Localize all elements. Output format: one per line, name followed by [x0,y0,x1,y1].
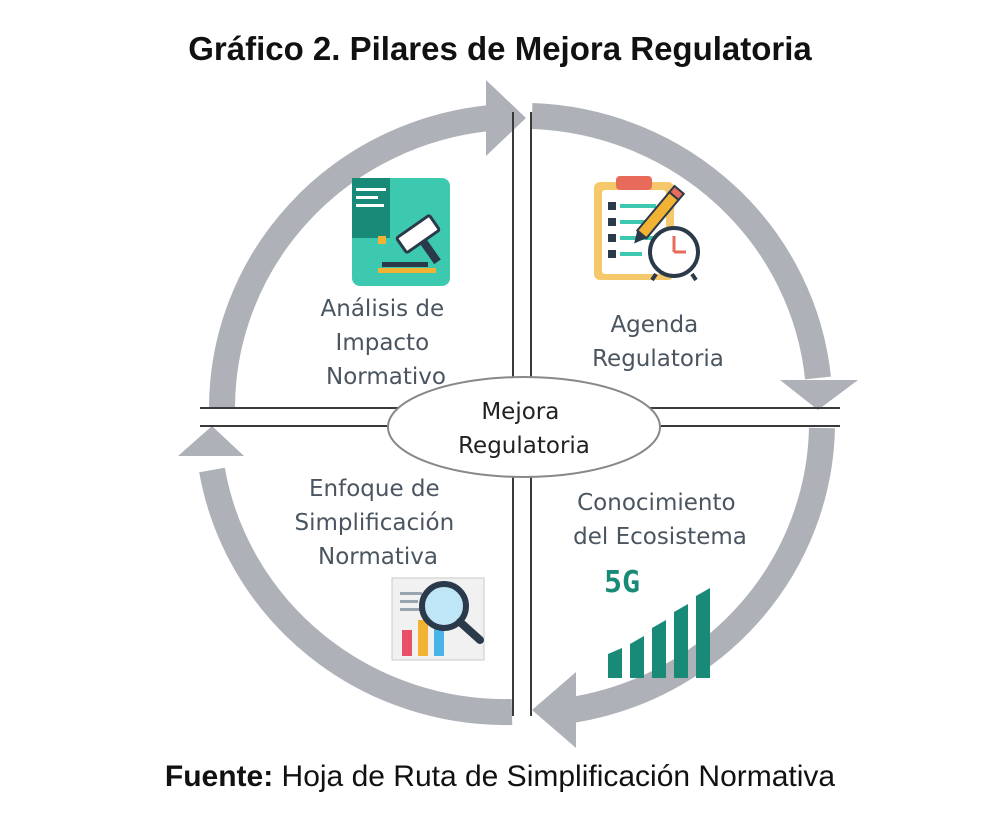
source-text: Hoja de Ruta de Simplificación Normativa [273,760,836,793]
signal-5g-icon: 5G [604,565,710,678]
label-top-right: Agenda Regulatoria [592,312,724,372]
arrow-top-right [531,103,831,380]
diagram-title: Gráfico 2. Pilares de Mejora Regulatoria [188,30,812,67]
arrow-top-left [209,105,492,409]
clipboard-pencil-clock-icon [594,176,700,282]
label-top-left: Análisis de Impacto Normativo [321,296,452,390]
cycle-arrows [178,80,858,748]
label-bottom-left: Enfoque de Simplificación Normativa [295,476,462,570]
source-caption: Fuente: Hoja de Ruta de Simplificación N… [0,760,1000,794]
source-label: Fuente: [164,760,274,793]
arrow-bottom-right [569,427,835,723]
arrow-bottom-left [199,467,513,726]
arrow-head-top-left [486,80,526,156]
arrow-head-bottom-right [532,672,576,748]
signal-5g-label: 5G [604,565,640,600]
report-magnifier-icon [391,577,485,661]
arrow-head-bottom-left [178,426,244,456]
label-bottom-right: Conocimiento del Ecosistema [573,490,747,550]
center-label: Mejora Regulatoria [458,399,590,459]
arrow-head-top-right [780,380,858,410]
document-gavel-icon [352,178,450,286]
center-ellipse [387,376,661,478]
